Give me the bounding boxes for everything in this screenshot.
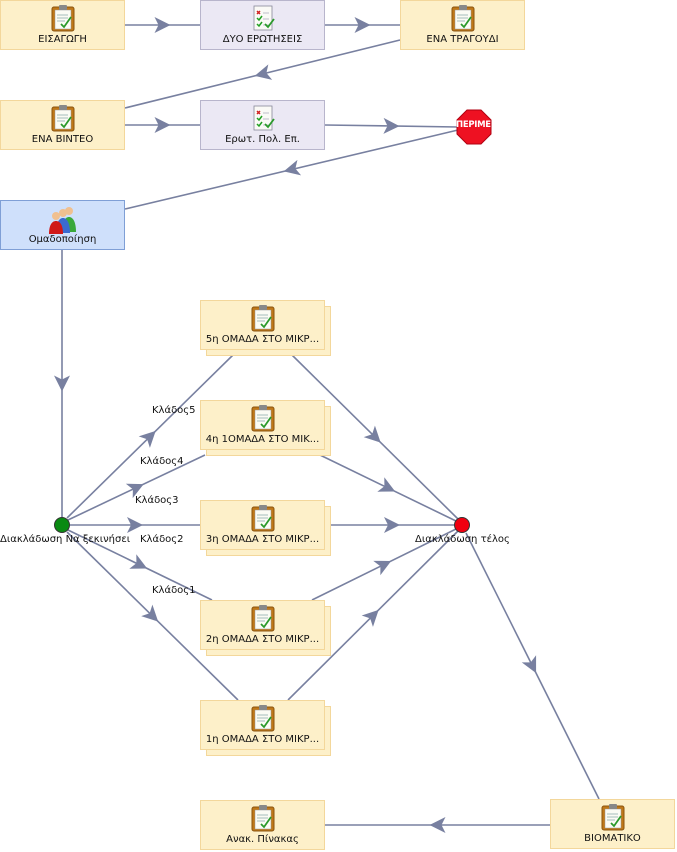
branch-start-label: Διακλάδωση Να ξεκινήσει — [0, 534, 131, 545]
notepad-icon — [251, 305, 274, 332]
arrow-head — [354, 17, 371, 33]
activity-label: ΕΙΣΑΓΩΓΗ — [38, 34, 87, 45]
transition-video-to-mc — [125, 117, 200, 133]
arrow-head — [377, 477, 396, 492]
activity-one-song[interactable]: ΕΝΑ ΤΡΑΓΟΥΔΙ — [400, 0, 525, 50]
activity-board[interactable]: Ανακ. Πίνακας — [200, 800, 325, 850]
activity-intro[interactable]: ΕΙΣΑΓΩΓΗ — [0, 0, 125, 50]
quiz-icon — [253, 105, 275, 131]
transition-end-to-biomatiko — [465, 532, 600, 800]
branch-label-1: Κλάδος1 — [152, 585, 196, 596]
stop-gate[interactable]: ΠΕΡΙΜΕΝΕ — [456, 109, 492, 145]
activity-two-questions[interactable]: ΔΥΟ ΕΡΩΤΗΣΕΙΣ — [200, 0, 325, 50]
notepad-icon — [251, 705, 274, 732]
activity-label: ΒΙΟΜΑΤΙΚΟ — [584, 833, 641, 844]
arrow-head — [283, 159, 302, 176]
transition-intro-to-two-questions — [125, 17, 200, 33]
branch-end-gate[interactable] — [454, 517, 470, 533]
arrow-head — [54, 375, 70, 392]
arrow-head — [129, 554, 148, 569]
notepad-icon — [251, 405, 274, 432]
transition-start-to-group3 — [70, 517, 200, 533]
activity-label: 5η ΟΜΑΔΑ ΣΤΟ ΜΙΚΡ... — [205, 334, 320, 345]
arrow-head — [384, 517, 400, 533]
activity-group-2[interactable]: 2η ΟΜΑΔΑ ΣΤΟ ΜΙΚΡ... — [200, 600, 331, 656]
transition-two-questions-to-song — [325, 17, 400, 33]
activity-group-4[interactable]: 4η 1ΟΜΑΔΑ ΣΤΟ ΜΙΚ... — [200, 400, 331, 456]
transition-mc-to-stop — [324, 117, 459, 134]
branch-start-gate[interactable] — [54, 517, 70, 533]
branch-label-5: Κλάδος5 — [152, 405, 196, 416]
activity-label: ΕΝΑ ΒΙΝΤΕΟ — [31, 134, 94, 145]
arrow-head — [429, 817, 446, 833]
activity-group-1[interactable]: 1η ΟΜΑΔΑ ΣΤΟ ΜΙΚΡ... — [200, 700, 331, 756]
activity-group-3[interactable]: 3η ΟΜΑΔΑ ΣΤΟ ΜΙΚΡ... — [200, 500, 331, 556]
activity-label: ΔΥΟ ΕΡΩΤΗΣΕΙΣ — [222, 34, 303, 45]
people-group-icon — [48, 207, 76, 234]
arrow-head — [154, 117, 171, 133]
transition-biomatiko-to-board — [325, 817, 550, 833]
arrow-head — [141, 604, 159, 622]
arrow-head — [361, 609, 379, 627]
transition-song-to-video — [124, 39, 401, 109]
activity-mc-questions[interactable]: Ερωτ. Πολ. Επ. — [200, 100, 325, 150]
arrow-head — [373, 560, 392, 576]
notepad-icon — [601, 804, 624, 831]
notepad-icon — [51, 105, 74, 132]
activity-label: ΕΝΑ ΤΡΑΓΟΥΔΙ — [426, 34, 499, 45]
activity-biomatiko[interactable]: ΒΙΟΜΑΤΙΚΟ — [550, 799, 675, 849]
notepad-icon — [251, 805, 274, 832]
arrow-head — [154, 17, 171, 33]
transition-group3-to-end — [330, 517, 454, 533]
arrow-head — [127, 517, 143, 533]
notepad-icon — [251, 505, 274, 532]
activity-group-5[interactable]: 5η ΟΜΑΔΑ ΣΤΟ ΜΙΚΡ... — [200, 300, 331, 356]
transition-grouping-to-branch-start — [54, 250, 70, 517]
arrow-head — [383, 117, 400, 134]
notepad-icon — [451, 5, 474, 32]
activity-label: 2η ΟΜΑΔΑ ΣΤΟ ΜΙΚΡ... — [205, 634, 320, 645]
activity-label: 3η ΟΜΑΔΑ ΣΤΟ ΜΙΚΡ... — [205, 534, 320, 545]
activity-label: 4η 1ΟΜΑΔΑ ΣΤΟ ΜΙΚ... — [205, 434, 320, 445]
branch-end-label: Διακλάδωση τέλος — [415, 534, 510, 545]
activity-label: Ανακ. Πίνακας — [226, 834, 299, 845]
branch-label-3: Κλάδος3 — [135, 495, 179, 506]
activity-label: Ομαδοποίηση — [28, 234, 97, 245]
branch-label-4: Κλάδος4 — [140, 456, 184, 467]
branch-label-2: Κλάδος2 — [140, 534, 184, 545]
arrow-head — [254, 64, 273, 80]
transition-group4-to-end — [319, 454, 457, 522]
transition-start-to-group4 — [67, 454, 206, 521]
arrow-head — [363, 425, 381, 443]
activity-grouping[interactable]: Ομαδοποίηση — [0, 200, 125, 250]
activity-label: 1η ΟΜΑΔΑ ΣΤΟ ΜΙΚΡ... — [205, 734, 320, 745]
activity-one-video[interactable]: ΕΝΑ ΒΙΝΤΕΟ — [0, 100, 125, 150]
arrow-head — [521, 655, 537, 674]
notepad-icon — [51, 5, 74, 32]
stop-label: ΠΕΡΙΜΕΝΕ — [456, 120, 492, 130]
notepad-icon — [251, 605, 274, 632]
arrow-head — [138, 430, 156, 448]
activity-label: Ερωτ. Πολ. Επ. — [225, 134, 300, 145]
quiz-icon — [253, 5, 275, 31]
stop-sign-icon — [456, 109, 492, 145]
